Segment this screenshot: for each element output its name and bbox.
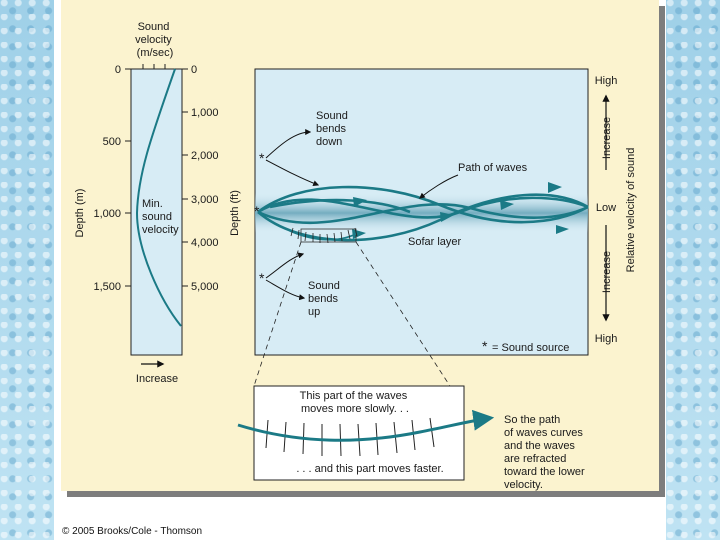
ft-tick-5000: 5,000: [191, 281, 219, 293]
depth-ft-label: Depth (ft): [229, 190, 241, 236]
relative-velocity-title: Relative velocity of sound: [625, 148, 637, 273]
increase-label-left: Increase: [136, 373, 178, 385]
bends-up-label: Sound bends up: [308, 280, 343, 318]
ocean-panel: [253, 68, 589, 387]
m-tick-500: 500: [103, 136, 121, 148]
low-label: Low: [596, 202, 616, 214]
m-tick-1000: 1,000: [93, 208, 121, 220]
source-star-mid: *: [254, 203, 260, 219]
min-velocity-label: Min. sound velocity: [142, 198, 179, 236]
m-tick-0: 0: [115, 64, 121, 76]
sofar-layer-label: Sofar layer: [408, 236, 462, 248]
path-of-waves-label: Path of waves: [458, 162, 528, 174]
copyright-notice: © 2005 Brooks/Cole - Thomson: [62, 526, 203, 537]
ft-tick-0: 0: [191, 64, 197, 76]
left-bubble-border: [0, 0, 54, 540]
right-bubble-border: [666, 0, 720, 540]
velocity-title: Sound velocity (m/sec): [135, 21, 175, 59]
ft-tick-2000: 2,000: [191, 150, 219, 162]
slow-part-text: This part of the waves moves more slowly…: [300, 390, 411, 415]
source-star-top: *: [259, 150, 265, 166]
ft-tick-1000: 1,000: [191, 107, 219, 119]
increase-top-label: Increase: [601, 117, 613, 159]
sound-source-legend: = Sound source: [492, 342, 569, 354]
m-tick-1500: 1,500: [93, 281, 121, 293]
depth-m-label: Depth (m): [74, 189, 86, 238]
high-top-label: High: [595, 75, 618, 87]
high-bottom-label: High: [595, 333, 618, 345]
increase-bottom-label: Increase: [601, 251, 613, 293]
bends-down-label: Sound bends down: [316, 110, 351, 148]
ft-tick-4000: 4,000: [191, 237, 219, 249]
fast-part-text: . . . and this part moves faster.: [296, 463, 443, 475]
source-star-bottom: *: [259, 270, 265, 286]
bend-arrows: [265, 129, 459, 301]
wave-paths: [257, 185, 589, 242]
legend-star: *: [482, 338, 488, 354]
refraction-inset: [237, 385, 495, 481]
ft-tick-3000: 3,000: [191, 194, 219, 206]
velocity-profile-panel: [125, 64, 188, 368]
refraction-explanation: So the path of waves curves and the wave…: [504, 414, 588, 491]
